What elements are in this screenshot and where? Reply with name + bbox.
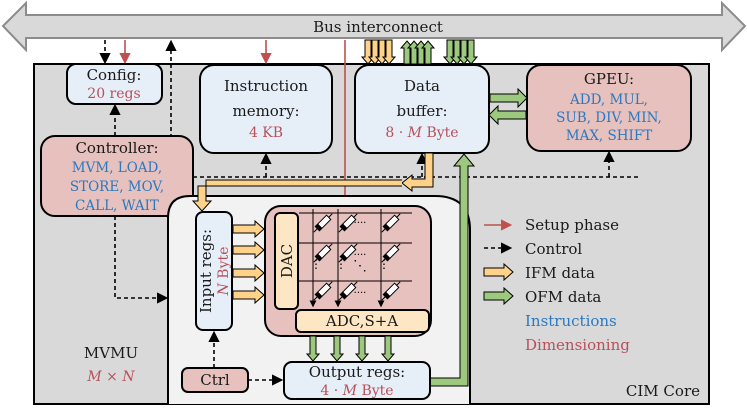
data-buffer-block: Data buffer: 8 · M Byte [354, 64, 490, 154]
bus-interconnect-label: Bus interconnect [313, 18, 443, 36]
gpeu-block: GPEU: ADD, MUL, SUB, DIV, MIN, MAX, SHIF… [526, 64, 692, 152]
mvmu-ctrl-label: Ctrl [200, 371, 230, 389]
ofm-arrow [420, 40, 436, 65]
legend-label: Setup phase [525, 216, 619, 234]
crossbar-ellipsis-horizontal: ···· [354, 288, 367, 299]
legend-label: OFM data [525, 288, 601, 306]
output-regs-to-data-buffer-ofm-arrow [429, 153, 476, 387]
ofm-arrow [329, 335, 345, 362]
crossbar-ellipsis-vertical: ⋮ [335, 257, 347, 271]
memristor-icon [313, 281, 333, 301]
memristor-icon [381, 213, 401, 233]
controller-instruction-line: STORE, MOV, [70, 179, 164, 195]
memristor-icon [338, 213, 358, 233]
legend-label: Dimensioning [525, 336, 630, 354]
ifm-arrow [232, 240, 265, 260]
config-block: Config: 20 regs [66, 63, 163, 105]
cim-core-label: CIM Core [626, 382, 700, 400]
bus-interconnect-arrow [1, 0, 747, 53]
memristor-icon [338, 281, 358, 301]
memristor-icon [381, 281, 401, 301]
instruction-memory-block: Instruction memory: 4 KB [199, 64, 333, 154]
ifm-arrow [232, 285, 265, 305]
output-regs-dimension: 4 · M Byte [320, 383, 393, 399]
dac-block: DAC [274, 212, 299, 310]
ofm-arrow [380, 335, 396, 362]
config-title: Config: [87, 66, 142, 84]
legend-ifm-swatch [483, 262, 514, 282]
crossbar-ellipsis-diagonal: ⋱ [353, 258, 367, 274]
data-buffer-to-input-regs-ifm-arrow [401, 152, 434, 193]
memristor-icon [338, 243, 358, 263]
memristor-icon [381, 243, 401, 263]
gpeu-instruction-line: SUB, DIV, MIN, [556, 110, 662, 126]
legend-ofm-swatch [483, 286, 514, 306]
gpeu-instruction-line: ADD, MUL, [569, 92, 648, 108]
legend: Setup phase Control IFM data OFM data In… [483, 216, 630, 354]
crossbar-ellipsis-horizontal: ···· [354, 250, 367, 261]
controller-title: Controller: [75, 139, 158, 157]
dac-label: DAC [278, 244, 296, 278]
data-buffer-dimension: 8 · M Byte [385, 125, 458, 141]
input-regs-dimension: N Byte [216, 247, 232, 297]
crossbar-ellipsis-horizontal: ···· [354, 218, 367, 229]
legend-label: IFM data [525, 264, 595, 282]
instruction-memory-dimension: 4 KB [249, 125, 283, 141]
adc-to-output-regs-ofm-arrows [305, 335, 396, 362]
instruction-memory-title-line2: memory: [232, 102, 299, 120]
output-regs-block: Output regs: 4 · M Byte [283, 361, 431, 400]
data-buffer-title-line2: buffer: [396, 102, 447, 120]
mvmu-label: MVMU [84, 344, 138, 362]
crossbar-grid: ···· ···· ···· ⋮ ⋮ ⋮ ⋱ [299, 209, 412, 308]
mvmu-ctrl-block: Ctrl [181, 367, 249, 393]
data-buffer-title-line1: Data [404, 77, 440, 95]
data-buffer-to-bus-ofm-arrows [399, 40, 436, 65]
ifm-to-input-regs-path [191, 179, 402, 212]
ifm-arrow [232, 263, 265, 283]
ifm-arrow [232, 219, 265, 239]
bus-to-data-buffer-ofm-arrows [442, 39, 479, 65]
gpeu-instruction-line: MAX, SHIFT [566, 128, 653, 144]
instruction-memory-title-line1: Instruction [224, 77, 308, 95]
ifm-arrow [381, 39, 397, 65]
gpeu-to-data-buffer-ofm-arrow [488, 104, 527, 126]
config-dimension: 20 regs [87, 86, 140, 102]
crossbar-ellipsis-vertical: ⋮ [310, 257, 322, 271]
controller-instruction-line: CALL, WAIT [75, 198, 159, 214]
legend-label: Instructions [525, 312, 617, 330]
adc-block: ADC,S+A [295, 309, 430, 333]
gpeu-title: GPEU: [584, 70, 634, 88]
adc-label: ADC,S+A [325, 312, 398, 330]
input-regs-title: Input regs: [197, 229, 215, 313]
ofm-arrow [463, 39, 479, 65]
controller-to-mvmu-control-arrow [114, 216, 169, 304]
memristor-icon [313, 243, 333, 263]
input-regs-to-dac-ifm-arrows [232, 219, 265, 305]
ofm-arrow [354, 335, 370, 362]
mvmu-dimension: M × N [86, 369, 135, 385]
crossbar-block [264, 205, 432, 337]
input-regs-block: Input regs: N Byte [195, 211, 233, 331]
ofm-arrow [305, 335, 321, 362]
crossbar-ellipsis-vertical: ⋮ [378, 257, 390, 271]
output-regs-title: Output regs: [309, 363, 405, 381]
data-buffer-to-gpeu-ofm-arrow [489, 87, 528, 109]
controller-block: Controller: MVM, LOAD, STORE, MOV, CALL,… [40, 135, 194, 217]
bus-to-data-buffer-ifm-arrows [360, 39, 397, 65]
memristor-icon [313, 213, 333, 233]
controller-instruction-line: MVM, LOAD, [72, 160, 162, 176]
legend-label: Control [525, 240, 582, 258]
